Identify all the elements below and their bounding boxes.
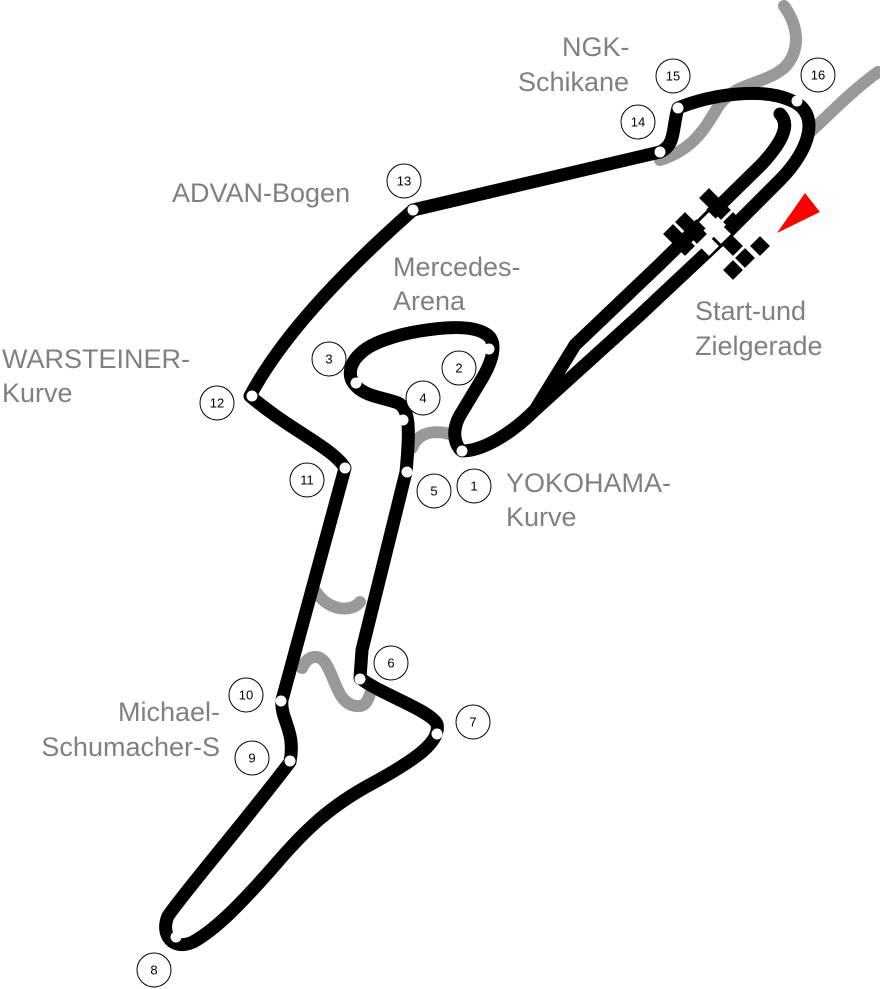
- corner-marker-3: 3: [311, 341, 347, 377]
- road-yokohama-link: [406, 426, 456, 454]
- corner-marker-circle: [136, 952, 172, 988]
- corner-marker-14: 14: [620, 104, 656, 140]
- corner-marker-circle: [441, 350, 477, 386]
- corner-marker-13: 13: [386, 163, 422, 199]
- corner-marker-8: 8: [136, 952, 172, 988]
- corner-dot-8: [170, 931, 182, 943]
- corner-marker-circle: [620, 104, 656, 140]
- corner-dot-14: [654, 146, 666, 158]
- corner-dot-2: [483, 343, 495, 355]
- checker-square: [735, 248, 755, 268]
- corner-number-label: 6: [387, 656, 394, 671]
- corner-dot-16: [791, 95, 803, 107]
- corner-marker-circle: [199, 385, 235, 421]
- corner-number-label: 14: [631, 115, 645, 130]
- corner-dot-15: [672, 102, 684, 114]
- checker-square: [750, 236, 770, 256]
- corner-dot-3: [350, 377, 362, 389]
- corner-marker-5: 5: [416, 473, 452, 509]
- corner-dot-5: [401, 466, 413, 478]
- corner-marker-circle: [234, 740, 270, 776]
- corner-marker-circle: [228, 677, 264, 713]
- corner-dot-1: [456, 445, 468, 457]
- corner-number-label: 15: [666, 69, 680, 84]
- label-yokohama-kurve: YOKOHAMA-Kurve: [506, 468, 671, 532]
- corner-number-label: 3: [325, 352, 332, 367]
- corner-marker-4: 4: [405, 380, 441, 416]
- corner-dot-10: [275, 695, 287, 707]
- corner-number-label: 13: [397, 174, 411, 189]
- corner-marker-6: 6: [373, 645, 409, 681]
- corner-marker-circle: [405, 380, 441, 416]
- road-middle-link: [310, 586, 366, 615]
- corner-marker-circle: [311, 341, 347, 377]
- corner-dots: [170, 95, 803, 943]
- corner-marker-circle: [289, 462, 325, 498]
- corner-marker-2: 2: [441, 350, 477, 386]
- corner-marker-circle: [455, 704, 491, 740]
- corner-number-label: 16: [811, 68, 825, 83]
- corner-number-label: 4: [419, 391, 426, 406]
- corner-marker-circle: [416, 473, 452, 509]
- corner-dot-12: [246, 390, 258, 402]
- corner-marker-16: 16: [800, 57, 836, 93]
- road-schumacher-link: [296, 651, 376, 713]
- corner-number-label: 1: [470, 479, 477, 494]
- label-advan-bogen: ADVAN-Bogen: [172, 178, 350, 208]
- corner-labels: NGK-Schikane ADVAN-Bogen Mercedes-Arena …: [2, 32, 823, 762]
- corner-marker-9: 9: [234, 740, 270, 776]
- label-ngk-schikane: NGK-Schikane: [518, 32, 630, 97]
- corner-dot-7: [431, 728, 443, 740]
- corner-dot-4: [397, 414, 409, 426]
- corner-number-label: 8: [150, 963, 157, 978]
- corner-marker-12: 12: [199, 385, 235, 421]
- checker-square: [723, 260, 743, 280]
- corner-marker-1: 1: [456, 468, 492, 504]
- corner-marker-15: 15: [655, 58, 691, 94]
- corner-marker-circle: [386, 163, 422, 199]
- label-michael-schumacher-s: Michael-Schumacher-S: [41, 697, 220, 762]
- corner-dot-11: [339, 462, 351, 474]
- corner-dot-6: [354, 673, 366, 685]
- label-warsteiner-kurve: WARSTEINER-Kurve: [2, 344, 190, 408]
- corner-marker-circle: [373, 645, 409, 681]
- corner-number-label: 2: [455, 361, 462, 376]
- corner-number-label: 10: [239, 688, 253, 703]
- corner-number-label: 9: [248, 751, 255, 766]
- corner-number-label: 12: [210, 396, 224, 411]
- corner-marker-circle: [456, 468, 492, 504]
- corner-marker-11: 11: [289, 462, 325, 498]
- label-mercedes-arena: Mercedes-Arena: [393, 252, 521, 316]
- road-top-right-upper: [654, 0, 802, 166]
- corner-marker-circle: [655, 58, 691, 94]
- corner-number-label: 11: [300, 473, 314, 488]
- corner-number-label: 5: [430, 484, 437, 499]
- corner-marker-7: 7: [455, 704, 491, 740]
- corner-dot-9: [284, 755, 296, 767]
- corner-dot-13: [407, 204, 419, 216]
- red-triangle-arrow-icon: [777, 193, 820, 233]
- corner-number-label: 7: [469, 715, 476, 730]
- corner-marker-10: 10: [228, 677, 264, 713]
- corner-marker-circle: [800, 57, 836, 93]
